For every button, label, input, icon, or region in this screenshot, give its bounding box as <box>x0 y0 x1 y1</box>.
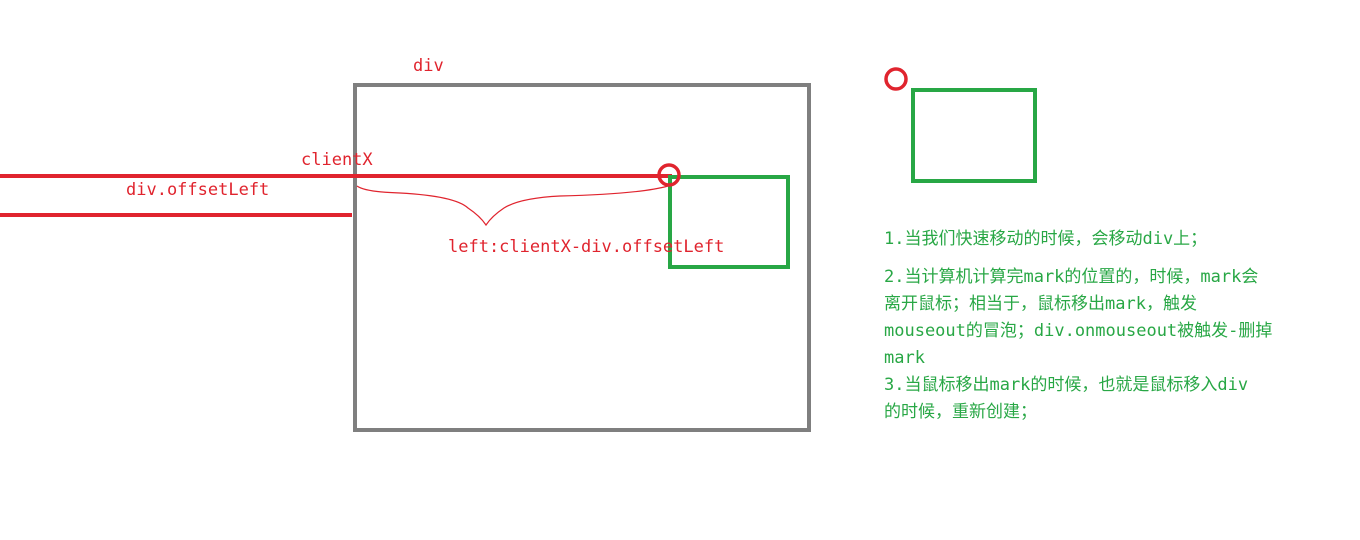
mouse-cursor-circle <box>657 163 681 187</box>
clientx-label: clientX <box>301 150 373 170</box>
div-label: div <box>413 56 444 76</box>
mouse-cursor-circle-detached <box>884 67 908 91</box>
mark-square <box>668 175 790 269</box>
note-2-line-3: mouseout的冒泡；div.onmouseout被触发-删掉 <box>884 321 1273 341</box>
note-3-line-1: 3.当鼠标移出mark的时候，也就是鼠标移入div <box>884 375 1249 395</box>
brace <box>356 185 669 227</box>
note-2-line-4: mark <box>884 348 925 368</box>
note-2-line-1: 2.当计算机计算完mark的位置的，时候，mark会 <box>884 267 1259 287</box>
mark-square-detached <box>911 88 1037 183</box>
note-3-line-2: 的时候，重新创建； <box>884 402 1037 422</box>
div-box <box>353 83 811 432</box>
note-1-text: 1.当我们快速移动的时候，会移动div上； <box>884 229 1208 249</box>
note-1: 1.当我们快速移动的时候，会移动div上； <box>884 226 1344 253</box>
formula-label: left:clientX-div.offsetLeft <box>448 237 725 257</box>
note-2: 2.当计算机计算完mark的位置的，时候，mark会 离开鼠标；相当于，鼠标移出… <box>884 264 1344 426</box>
note-2-line-2: 离开鼠标；相当于，鼠标移出mark，触发 <box>884 294 1197 314</box>
offsetleft-label: div.offsetLeft <box>126 180 270 200</box>
